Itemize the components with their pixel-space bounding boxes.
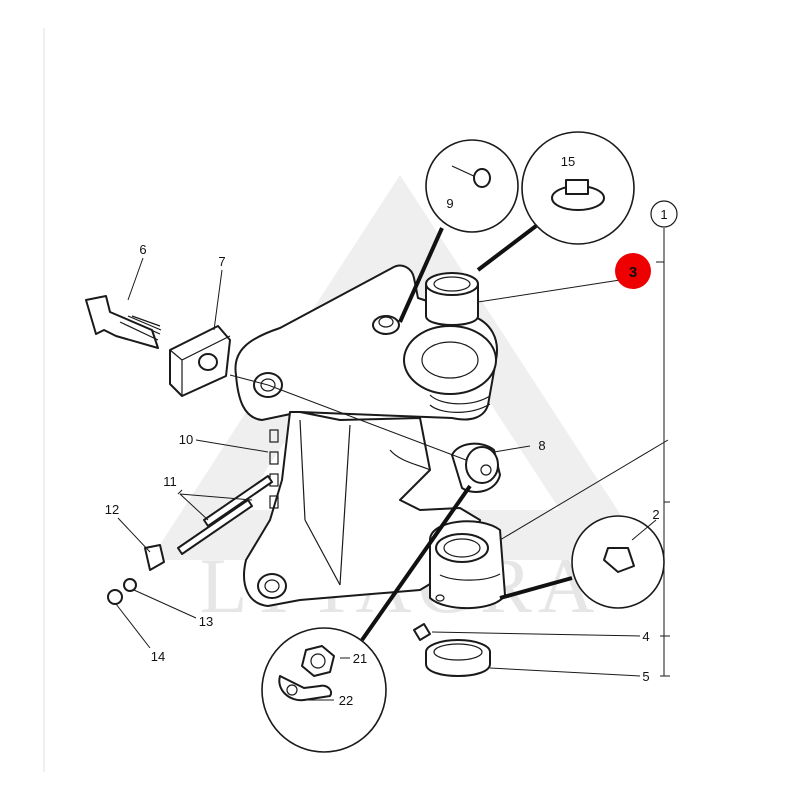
bushing-top	[425, 272, 479, 326]
label-13[interactable]: 13	[199, 614, 213, 629]
leader-13	[133, 589, 197, 619]
label-5[interactable]: 5	[642, 669, 649, 684]
leader-6	[127, 257, 144, 301]
studs-11	[177, 475, 273, 555]
label-15[interactable]: 15	[561, 154, 575, 169]
thrust-piece-8	[451, 442, 501, 493]
leader-2	[631, 519, 657, 541]
label-11[interactable]: 11	[163, 474, 177, 489]
tab-washer-12	[144, 544, 165, 571]
grease-nipple-4	[413, 623, 431, 641]
label-2[interactable]: 2	[652, 507, 659, 522]
leader-1-housing	[499, 439, 669, 541]
label-7[interactable]: 7	[218, 254, 225, 269]
leader-12	[117, 517, 151, 553]
label-10[interactable]: 10	[179, 432, 193, 447]
axis-line-bolt	[229, 374, 269, 386]
highlight-marker-3[interactable]	[615, 253, 651, 289]
connector-9	[398, 227, 444, 323]
leader-14	[115, 603, 151, 649]
leader-11a	[179, 493, 209, 521]
callout-15	[521, 131, 635, 245]
label-12[interactable]: 12	[105, 502, 119, 517]
callout-2	[571, 515, 665, 609]
group-circle-1[interactable]	[650, 200, 678, 228]
leader-3	[477, 279, 621, 303]
nut-14	[107, 589, 123, 605]
connector-2	[499, 576, 573, 600]
leader-11b	[179, 493, 253, 501]
washer-13	[123, 578, 137, 592]
callout-21-22	[261, 627, 387, 753]
connector-21-22	[360, 484, 472, 642]
label-22[interactable]: 22	[339, 693, 353, 708]
leader-4	[431, 631, 641, 637]
label-8[interactable]: 8	[538, 438, 545, 453]
ring-5	[425, 639, 491, 677]
label-6[interactable]: 6	[139, 242, 146, 257]
label-9[interactable]: 9	[446, 196, 453, 211]
bolt-6	[85, 295, 162, 349]
leader-10	[195, 439, 269, 453]
label-21[interactable]: 21	[353, 651, 367, 666]
connector-15	[476, 224, 538, 272]
label-14[interactable]: 14	[151, 649, 165, 664]
block-7	[169, 325, 231, 397]
axis-line-thrust	[267, 384, 467, 461]
leader-8	[493, 445, 531, 453]
group-bracket-1	[656, 228, 670, 677]
callout-9	[425, 139, 519, 233]
leader-5	[489, 667, 641, 677]
leader-11	[177, 489, 183, 495]
leader-7	[213, 269, 223, 331]
label-4[interactable]: 4	[642, 629, 649, 644]
label-1[interactable]: 1	[660, 207, 667, 222]
label-3[interactable]: 3	[629, 264, 637, 281]
